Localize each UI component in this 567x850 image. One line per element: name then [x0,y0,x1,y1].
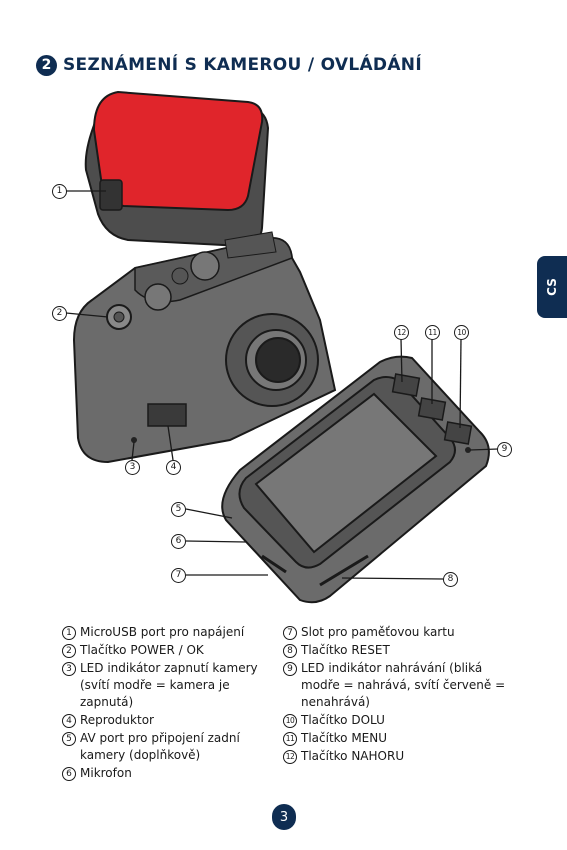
legend-text: Mikrofon [80,766,132,780]
legend-item: 11 Tlačítko MENU [283,730,523,747]
speaker-grille [147,403,187,427]
legend-item: 6 Mikrofon [62,765,277,782]
legend-number: 12 [283,750,297,764]
callout-10: 10 [454,325,469,340]
legend-number: 5 [62,732,76,746]
camera-front-body [72,231,337,464]
callout-3: 3 [125,460,140,475]
up-button [391,373,421,397]
legend-text: LED indikátor nahrávání (bliká modře = n… [301,661,506,709]
legend-item: 1 MicroUSB port pro napájení [62,624,277,641]
callout-11: 11 [425,325,440,340]
legend-item: 10 Tlačítko DOLU [283,712,523,729]
callout-9: 9 [497,442,512,457]
callout-8: 8 [443,572,458,587]
legend-number: 1 [62,626,76,640]
camera-rear-body [221,355,490,604]
section-heading: 2 SEZNÁMENÍ S KAMEROU / OVLÁDÁNÍ [36,52,422,78]
legend-number: 10 [283,714,297,728]
camera-illustration [65,90,499,604]
usb-port [99,179,123,211]
legend-item: 4 Reproduktor [62,712,277,729]
down-button [443,421,473,445]
language-tab: CS [537,256,567,318]
legend-item: 9 LED indikátor nahrávání (bliká modře =… [283,660,523,711]
legend-item: 7 Slot pro paměťovou kartu [283,624,523,641]
power-led [131,437,137,443]
legend-text: Tlačítko NAHORU [301,749,405,763]
legend-text: Tlačítko RESET [301,643,390,657]
legend-number: 7 [283,626,297,640]
legend-text: Reproduktor [80,713,154,727]
legend-text: AV port pro připojení zadní kamery (dopl… [80,731,240,762]
menu-button [417,397,447,421]
legend-number: 9 [283,662,297,676]
callout-1: 1 [52,184,67,199]
legend-right: 7 Slot pro paměťovou kartu 8 Tlačítko RE… [283,624,523,766]
legend-number: 3 [62,662,76,676]
legend-number: 6 [62,767,76,781]
legend-text: Tlačítko MENU [301,731,388,745]
page-title: SEZNÁMENÍ S KAMEROU / OVLÁDÁNÍ [63,55,422,75]
legend-item: 2 Tlačítko POWER / OK [62,642,277,659]
recording-led [465,447,471,453]
display-screen [254,392,438,554]
legend-number: 2 [62,644,76,658]
legend-text: LED indikátor zapnutí kamery (svítí modř… [80,661,258,709]
legend-number: 4 [62,714,76,728]
legend-text: Tlačítko DOLU [301,713,385,727]
callout-4: 4 [166,460,181,475]
callout-lines [65,190,499,580]
legend-number: 11 [283,732,297,746]
callout-7: 7 [171,568,186,583]
callout-5: 5 [171,502,186,517]
legend-item: 8 Tlačítko RESET [283,642,523,659]
legend-number: 8 [283,644,297,658]
legend-item: 12 Tlačítko NAHORU [283,748,523,765]
legend-item: 5 AV port pro připojení zadní kamery (do… [62,730,277,764]
legend-left: 1 MicroUSB port pro napájení 2 Tlačítko … [62,624,277,783]
legend-text: MicroUSB port pro napájení [80,625,245,639]
legend-item: 3 LED indikátor zapnutí kamery (svítí mo… [62,660,277,711]
lens-glass [255,337,301,383]
legend-text: Slot pro paměťovou kartu [301,625,455,639]
legend-text: Tlačítko POWER / OK [80,643,204,657]
page-number: 3 [272,804,296,830]
callout-12: 12 [394,325,409,340]
callout-6: 6 [171,534,186,549]
mount-red-pad [92,90,264,212]
callout-2: 2 [52,306,67,321]
adhesive-mount [84,90,270,248]
section-number-badge: 2 [36,54,57,76]
